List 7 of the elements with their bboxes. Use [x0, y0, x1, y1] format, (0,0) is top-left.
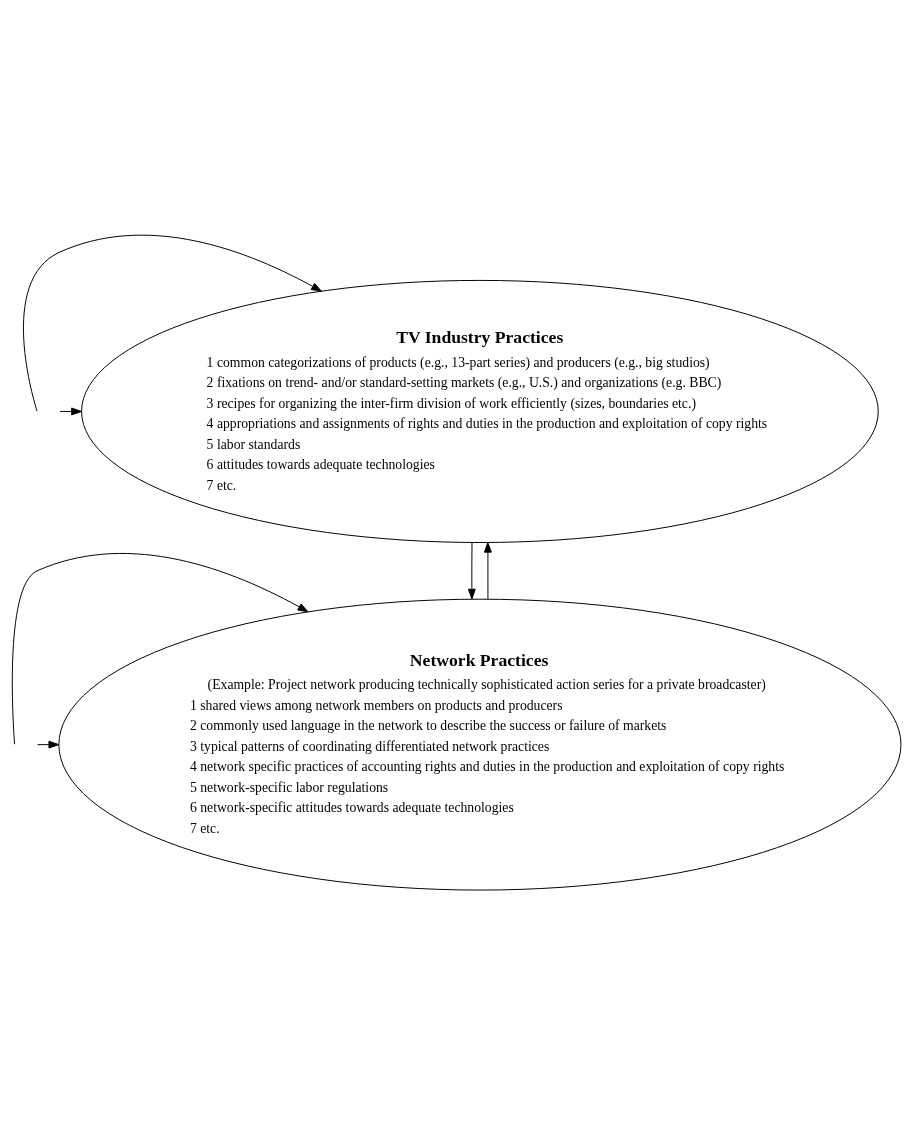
arrow	[23, 234, 322, 412]
arrow	[467, 541, 476, 599]
node-ellipse: Network Practices (Example: Project network producing technically sophisticated action series for a private broadcaster) 1 shared views among network members on products and producers 2 commonly used language in the network to describe the success or failure of markets 3 typical patterns of coordinating differentiated network practices 4 network specific practices of accounting rights and duties in the production and exploitation of copy rights 5 network-specific labor regulations 6 network-specific attitudes towards adequate technologies 7 etc.	[58, 598, 902, 891]
arrow	[59, 407, 82, 415]
arrow	[11, 552, 309, 745]
arrow	[484, 541, 492, 599]
arrow	[37, 740, 60, 749]
